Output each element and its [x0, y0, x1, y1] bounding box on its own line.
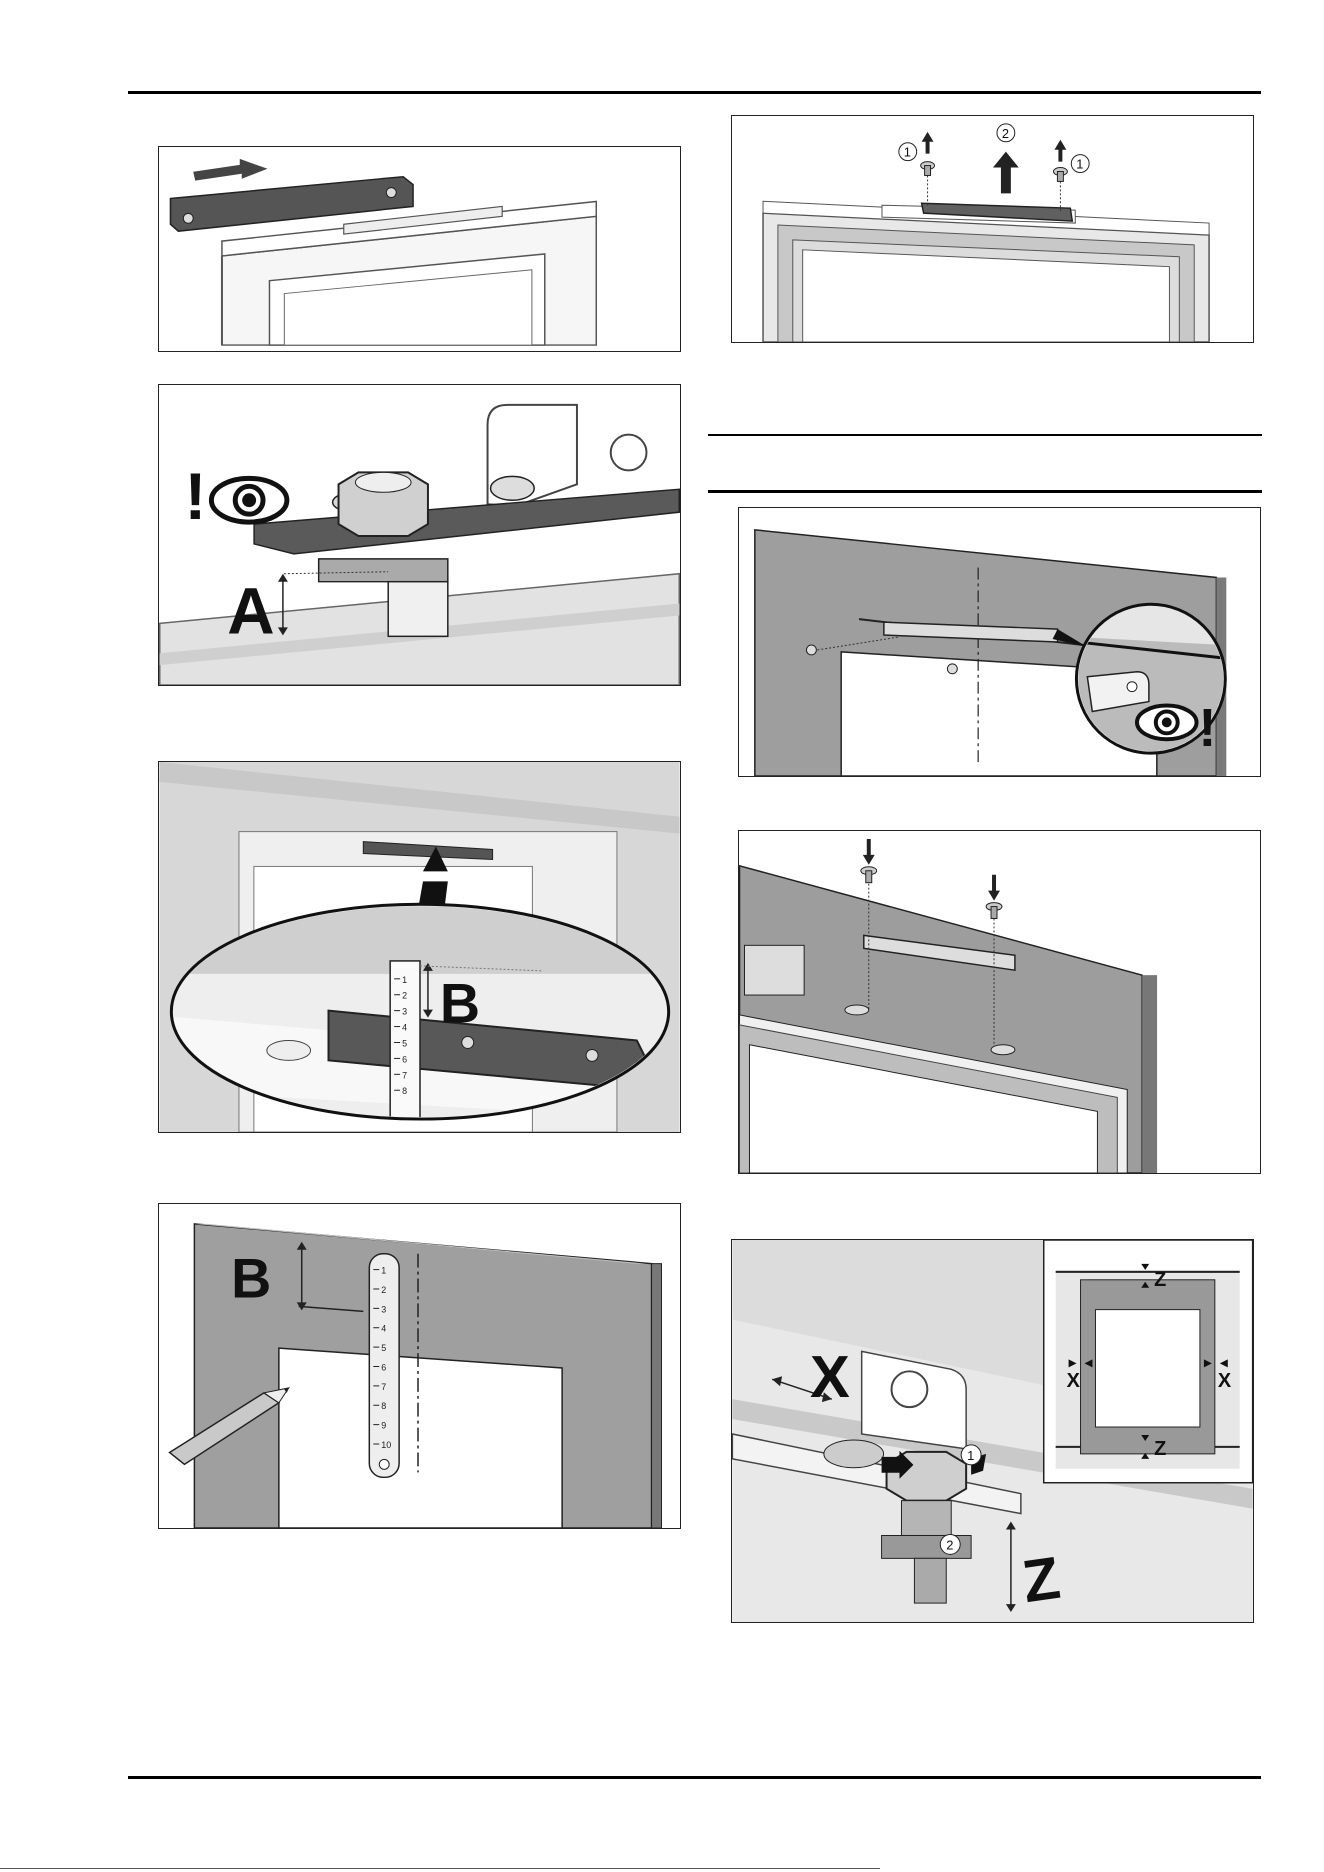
ruler-tick-label: 3 [381, 1304, 386, 1314]
figure-ruler-drawing: 1 2 3 4 5 6 7 8 B [159, 762, 680, 1132]
figure-mark-drawing: 1 2 3 4 5 6 7 8 9 10 B [159, 1204, 680, 1528]
eye-icon-detail [1137, 706, 1197, 740]
ruler-tick-label: 10 [381, 1440, 391, 1450]
ruler-tick-label: 6 [381, 1362, 386, 1372]
ruler-tick-label: 6 [402, 1054, 407, 1064]
ruler-tick-label: 7 [402, 1070, 407, 1080]
ruler-tick-label: 9 [381, 1421, 386, 1431]
ruler-tick-label: 5 [381, 1343, 386, 1353]
inset-z-top: Z [1154, 1269, 1166, 1291]
warning-mark-2: ! [1199, 698, 1217, 758]
inset-z-bottom: Z [1154, 1438, 1166, 1460]
figure-remove-cover [158, 146, 681, 352]
label-b-mark: B [231, 1247, 271, 1309]
label-b: B [440, 973, 480, 1035]
figure-hinge-measure-a: ! A [158, 384, 681, 686]
figure-remove-cover-drawing [159, 147, 680, 351]
screw-1-icon [861, 867, 877, 883]
top-rule [128, 91, 1261, 94]
figure-ruler-measure-b: 1 2 3 4 5 6 7 8 B [158, 761, 681, 1133]
label-a: A [227, 574, 274, 647]
warning-mark: ! [185, 460, 207, 533]
callout-2-nut: 2 [946, 1537, 953, 1552]
callout-1: 1 [967, 1448, 974, 1463]
ruler-tick-label: 1 [381, 1266, 386, 1276]
figure-align-drawing: ! [739, 508, 1260, 776]
figure-adjust-drawing: X Z 1 2 Z Z X X [732, 1240, 1253, 1622]
bottom-rule [128, 1776, 1261, 1779]
callout-1-left: 1 [904, 145, 911, 160]
ruler-tick-label: 7 [381, 1382, 386, 1392]
ruler-tick-label: 5 [402, 1038, 407, 1048]
figure-mark-door: 1 2 3 4 5 6 7 8 9 10 B [158, 1203, 681, 1529]
ruler-tick-label: 1 [402, 975, 407, 985]
screw-right-icon [1053, 168, 1067, 182]
figure-remove-screws-drawing: 1 1 2 [732, 116, 1253, 342]
screw-2-icon [986, 903, 1002, 919]
ruler-tick-label: 2 [402, 991, 407, 1001]
figure-adjust-xz: X Z 1 2 Z Z X X [731, 1239, 1254, 1623]
ruler-tick-label: 8 [402, 1086, 407, 1096]
ruler-tick-label: 8 [381, 1401, 386, 1411]
figure-align-bracket: ! [738, 507, 1261, 777]
figure-remove-screws: 1 1 2 [731, 115, 1254, 343]
section-rule-2 [708, 490, 1262, 493]
inset-x-right: X [1218, 1370, 1232, 1392]
screw-left-icon [921, 162, 935, 176]
ruler-tick-label: 2 [381, 1285, 386, 1295]
callout-2: 2 [1002, 126, 1009, 141]
figure-install-drawing [739, 831, 1260, 1173]
footer-line [0, 1868, 880, 1869]
ruler-tick-label: 4 [381, 1324, 386, 1334]
section-rule-1 [708, 434, 1262, 436]
label-x: X [810, 1343, 850, 1410]
figure-hinge-drawing: ! A [159, 385, 680, 685]
callout-1-right: 1 [1076, 157, 1083, 172]
ruler-tick-label: 3 [402, 1007, 407, 1017]
ruler-tick-label: 4 [402, 1023, 407, 1033]
figure-install-bracket [738, 830, 1261, 1174]
inset-x-left: X [1067, 1370, 1081, 1392]
eye-icon [211, 478, 286, 522]
